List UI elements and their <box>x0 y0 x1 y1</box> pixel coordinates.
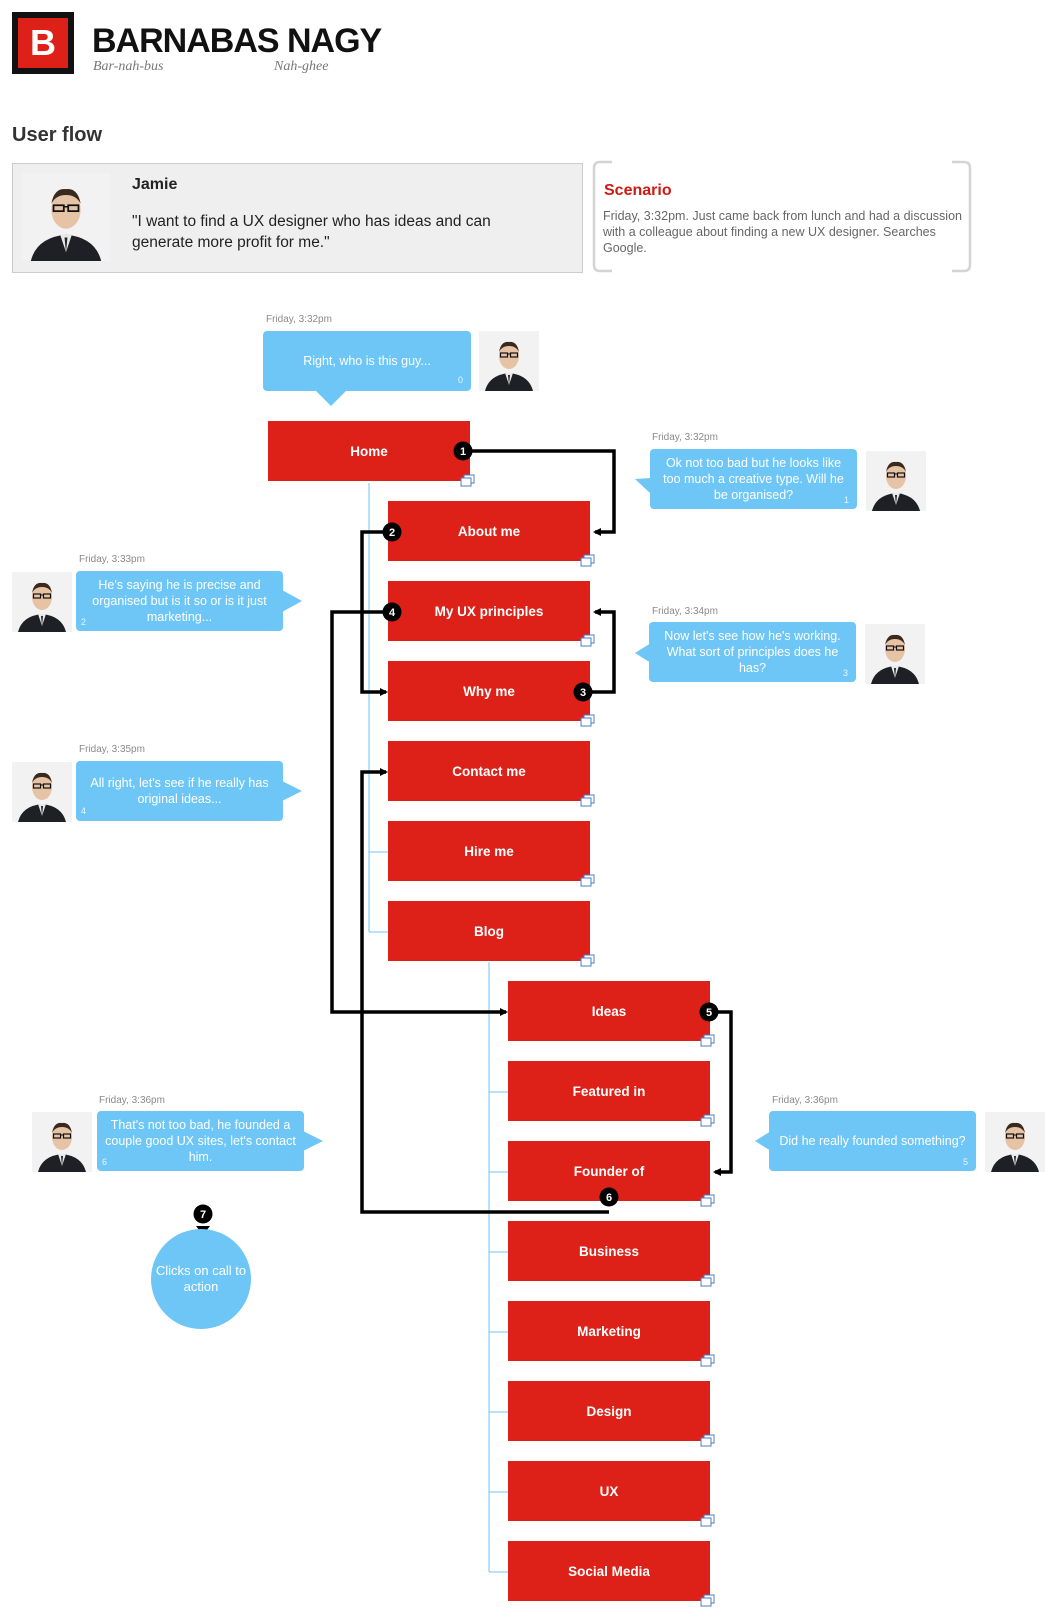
thought-text: Ok not too bad but he looks like too muc… <box>663 456 844 502</box>
step-badge-5: 5 <box>699 1002 719 1022</box>
node-founder-of[interactable]: Founder of <box>508 1141 710 1201</box>
avatar-2 <box>11 571 73 633</box>
svg-text:3: 3 <box>580 687 586 699</box>
thought-number: 4 <box>81 806 87 816</box>
node-hire-me[interactable]: Hire me <box>388 821 590 881</box>
thought-number: 1 <box>844 495 850 505</box>
timestamp: Friday, 3:36pm <box>772 1095 838 1106</box>
thought-number: 6 <box>102 1157 108 1167</box>
thought-text: All right, let's see if he really has or… <box>90 776 269 806</box>
thought-bubble-1: Ok not too bad but he looks like too muc… <box>650 449 857 509</box>
node-label: Social Media <box>568 1563 650 1579</box>
thought-text: He's saying he is precise and organised … <box>92 578 267 624</box>
page-title: User flow <box>12 124 103 146</box>
persona-avatar <box>22 173 110 261</box>
node-label: Contact me <box>452 763 526 779</box>
thought-bubble-6: That's not too bad, he founded a couple … <box>97 1111 304 1171</box>
node-label: Featured in <box>572 1083 646 1099</box>
node-blog[interactable]: Blog <box>388 901 590 961</box>
step-arrows <box>330 449 733 1214</box>
brand-name: BARNABAS NAGY <box>92 22 382 60</box>
svg-text:6: 6 <box>606 1192 612 1204</box>
avatar-0 <box>478 330 540 392</box>
scenario-text: Friday, 3:32pm. Just came back from lunc… <box>603 209 962 255</box>
scenario-bracket <box>592 160 972 273</box>
node-featured-in[interactable]: Featured in <box>508 1061 710 1121</box>
node-label: Why me <box>463 683 515 699</box>
logo[interactable]: B <box>12 12 74 74</box>
node-business[interactable]: Business <box>508 1221 710 1281</box>
timestamp: Friday, 3:32pm <box>266 314 332 325</box>
svg-text:4: 4 <box>389 607 396 619</box>
node-label: UX <box>599 1483 619 1499</box>
timestamp: Friday, 3:36pm <box>99 1095 165 1106</box>
node-label: Home <box>350 443 388 459</box>
thought-number: 3 <box>843 668 849 678</box>
scenario-title: Scenario <box>604 182 672 199</box>
timestamp: Friday, 3:33pm <box>79 554 145 565</box>
step-badge-6: 6 <box>599 1187 619 1207</box>
node-ideas[interactable]: Ideas <box>508 981 710 1041</box>
thought-number: 5 <box>963 1157 969 1167</box>
node-why-me[interactable]: Why me <box>388 661 590 721</box>
node-label: Ideas <box>591 1003 627 1019</box>
node-home[interactable]: Home <box>268 421 470 481</box>
node-social-media[interactable]: Social Media <box>508 1541 710 1601</box>
node-about-me[interactable]: About me <box>388 501 590 561</box>
sitemap-tree-lines <box>368 483 509 1573</box>
thought-bubble-4: All right, let's see if he really has or… <box>76 761 283 821</box>
node-marketing[interactable]: Marketing <box>508 1301 710 1361</box>
thought-bubble-0: Right, who is this guy... <box>263 331 471 391</box>
thought-bubble-5: Did he really founded something? <box>769 1111 976 1171</box>
avatar-5 <box>984 1111 1046 1173</box>
persona-name: Jamie <box>132 176 178 193</box>
svg-text:1: 1 <box>460 446 466 458</box>
timestamp: Friday, 3:32pm <box>652 432 718 443</box>
timestamp: Friday, 3:35pm <box>79 744 145 755</box>
svg-text:7: 7 <box>200 1209 206 1221</box>
avatar-6 <box>31 1111 93 1173</box>
node-design[interactable]: Design <box>508 1381 710 1441</box>
node-label: My UX principles <box>434 603 544 619</box>
node-label: About me <box>457 523 521 539</box>
node-label: Business <box>578 1243 640 1259</box>
svg-text:2: 2 <box>389 527 395 539</box>
person-icon <box>22 173 110 261</box>
node-contact-me[interactable]: Contact me <box>388 741 590 801</box>
cta-text: Clicks on call to action <box>155 1263 247 1294</box>
step-badge-2: 2 <box>382 522 402 542</box>
node-ux-principles[interactable]: My UX principles <box>388 581 590 641</box>
step-badge-1: 1 <box>453 441 473 461</box>
pronunciation-first: Bar-nah-bus <box>93 59 164 74</box>
avatar-4 <box>11 761 73 823</box>
thought-text: Now let's see how he's working. What sor… <box>664 629 841 675</box>
node-label: Marketing <box>577 1323 641 1339</box>
node-label: Hire me <box>464 843 514 859</box>
persona-quote: "I want to find a UX designer who has id… <box>132 213 491 251</box>
thought-number: 0 <box>458 375 464 385</box>
node-label: Founder of <box>573 1163 645 1179</box>
thought-number: 2 <box>81 617 87 627</box>
node-label: Blog <box>474 923 504 939</box>
node-ux[interactable]: UX <box>508 1461 710 1521</box>
thought-text: Right, who is this guy... <box>303 354 431 368</box>
thought-text: Did he really founded something? <box>779 1134 966 1148</box>
thought-bubble-2: He's saying he is precise and organised … <box>76 571 283 631</box>
node-label: Design <box>586 1403 632 1419</box>
thought-text: That's not too bad, he founded a couple … <box>105 1118 296 1164</box>
timestamp: Friday, 3:34pm <box>652 606 718 617</box>
call-to-action-circle: Clicks on call to action <box>151 1229 251 1329</box>
avatar-3 <box>864 623 926 685</box>
thought-bubble-3: Now let's see how he's working. What sor… <box>649 622 856 682</box>
logo-letter: B <box>18 18 68 68</box>
svg-text:5: 5 <box>706 1007 712 1019</box>
pronunciation-last: Nah-ghee <box>274 59 329 74</box>
step-badge-4: 4 <box>382 602 402 622</box>
avatar-1 <box>865 450 927 512</box>
step-badge-3: 3 <box>573 682 593 702</box>
